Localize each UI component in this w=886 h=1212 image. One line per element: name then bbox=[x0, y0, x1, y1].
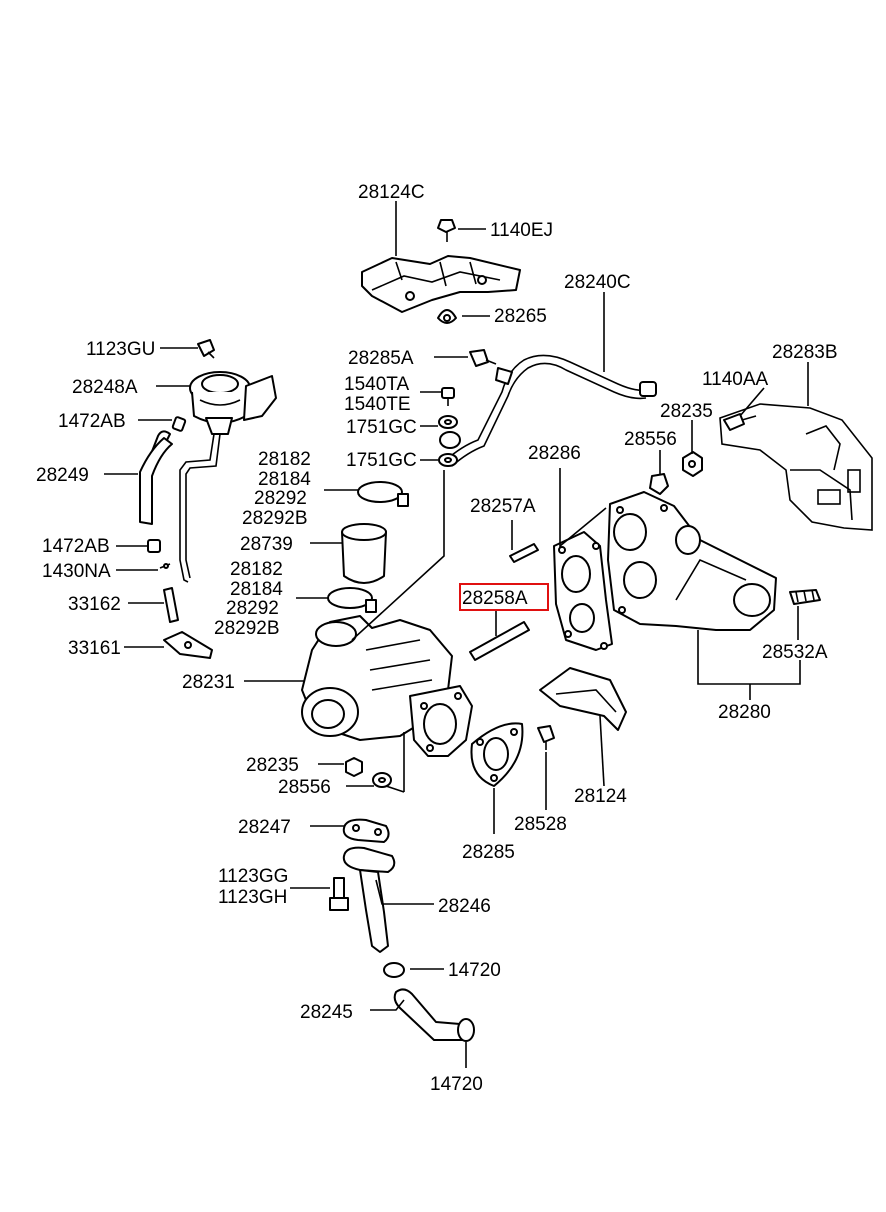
label-28184-b: 28184 bbox=[230, 579, 283, 600]
hose-33162 bbox=[163, 587, 179, 623]
label-28556-left: 28556 bbox=[278, 777, 331, 798]
label-28246: 28246 bbox=[438, 896, 491, 917]
label-1140aa: 1140AA bbox=[702, 369, 769, 390]
banjo-fitting bbox=[439, 431, 461, 449]
hose-28245 bbox=[393, 988, 463, 1041]
label-28528: 28528 bbox=[514, 814, 567, 835]
label-28265: 28265 bbox=[494, 306, 547, 327]
label-28283b: 28283B bbox=[772, 342, 838, 363]
nut-28235-left bbox=[345, 757, 363, 777]
gasket-28286 bbox=[553, 531, 613, 651]
label-33161: 33161 bbox=[68, 638, 121, 659]
label-28292b-b: 28292B bbox=[214, 618, 280, 639]
heat-shield-28124 bbox=[539, 667, 627, 731]
clip-1472ab-bottom bbox=[147, 539, 161, 553]
label-28292-a: 28292 bbox=[254, 488, 307, 509]
oil-return-pipe-28246 bbox=[342, 846, 396, 953]
turbocharger-28231 bbox=[301, 615, 473, 757]
label-1430na: 1430NA bbox=[42, 561, 111, 582]
gasket-28265 bbox=[437, 309, 457, 324]
label-28286: 28286 bbox=[528, 443, 581, 464]
label-28285: 28285 bbox=[462, 842, 515, 863]
clamp-28182-lower bbox=[327, 587, 377, 613]
washer-28556-left bbox=[372, 772, 392, 788]
highlight-box-28258a bbox=[459, 583, 549, 611]
label-28248a: 28248A bbox=[72, 377, 138, 398]
label-1123gh: 1123GH bbox=[218, 887, 287, 908]
label-28292b-a: 28292B bbox=[242, 508, 308, 529]
hose-28249 bbox=[139, 430, 173, 525]
label-28184-a: 28184 bbox=[258, 469, 311, 490]
bolt-1540ta bbox=[441, 387, 455, 406]
clip-1472ab-top bbox=[171, 416, 187, 432]
pin-1430na bbox=[159, 563, 171, 569]
label-28124: 28124 bbox=[574, 786, 627, 807]
label-14720-a: 14720 bbox=[448, 960, 501, 981]
hose-28739 bbox=[341, 523, 387, 584]
label-1472ab-top: 1472AB bbox=[58, 411, 126, 432]
label-28292-b: 28292 bbox=[226, 598, 279, 619]
stud-28257a bbox=[509, 543, 539, 563]
washer-1751gc-lower bbox=[438, 453, 458, 467]
gasket-28285 bbox=[470, 722, 524, 787]
bolt-28285a bbox=[469, 349, 497, 367]
label-14720-b: 14720 bbox=[430, 1074, 483, 1095]
label-28235-right: 28235 bbox=[660, 401, 713, 422]
label-1751gc-b: 1751GC bbox=[346, 450, 417, 471]
clamp-14720-upper bbox=[383, 962, 405, 978]
label-28258a: 28258A bbox=[462, 588, 528, 609]
actuator-rod bbox=[179, 433, 221, 583]
exhaust-elbow-28280 bbox=[607, 491, 777, 631]
label-28245: 28245 bbox=[300, 1002, 353, 1023]
heat-protector-28283b bbox=[719, 403, 873, 531]
bolt-1140aa bbox=[723, 413, 757, 431]
label-28739: 28739 bbox=[240, 534, 293, 555]
label-1472ab-bottom: 1472AB bbox=[42, 536, 110, 557]
label-28532a: 28532A bbox=[762, 642, 828, 663]
label-1123gg: 1123GG bbox=[218, 866, 288, 887]
nut-28235-right bbox=[682, 451, 703, 477]
label-1123gu: 1123GU bbox=[86, 339, 155, 360]
oil-feed-pipe-28240c bbox=[445, 354, 657, 467]
label-28556-right: 28556 bbox=[624, 429, 677, 450]
label-28247: 28247 bbox=[238, 817, 291, 838]
clamp-28182-upper bbox=[357, 481, 409, 507]
label-28257a: 28257A bbox=[470, 496, 536, 517]
part-labels: 28124C 1140EJ 28240C 28265 28283B 1123GU… bbox=[36, 182, 838, 1095]
bracket-33161 bbox=[163, 631, 213, 659]
label-28240c: 28240C bbox=[564, 272, 631, 293]
label-28182-a: 28182 bbox=[258, 449, 311, 470]
label-28182-b: 28182 bbox=[230, 559, 283, 580]
bolt-1140ej bbox=[437, 219, 456, 242]
clamp-14720-lower bbox=[457, 1018, 475, 1042]
stud-28258a bbox=[469, 621, 530, 661]
bolt-1123gg bbox=[329, 877, 349, 911]
label-28235-left: 28235 bbox=[246, 755, 299, 776]
leader-lines bbox=[104, 201, 809, 1068]
label-28231: 28231 bbox=[182, 672, 235, 693]
washer-1751gc-upper bbox=[438, 415, 458, 429]
washer-28556-right bbox=[649, 473, 669, 495]
label-28249: 28249 bbox=[36, 465, 89, 486]
heat-shield-28124c bbox=[361, 255, 521, 313]
gasket-28247 bbox=[342, 818, 390, 843]
wastegate-actuator-28248a bbox=[189, 371, 277, 435]
label-1140ej: 1140EJ bbox=[490, 220, 553, 241]
bolt-28528 bbox=[537, 725, 555, 750]
label-28285a: 28285A bbox=[348, 348, 414, 369]
stud-28532a bbox=[789, 589, 821, 605]
bolt-1123gu bbox=[197, 339, 215, 359]
label-28280: 28280 bbox=[718, 702, 771, 723]
label-33162: 33162 bbox=[68, 594, 121, 615]
label-1540ta: 1540TA bbox=[344, 374, 409, 395]
label-1540te: 1540TE bbox=[344, 394, 411, 415]
label-1751gc-a: 1751GC bbox=[346, 417, 417, 438]
label-28124c: 28124C bbox=[358, 182, 425, 203]
